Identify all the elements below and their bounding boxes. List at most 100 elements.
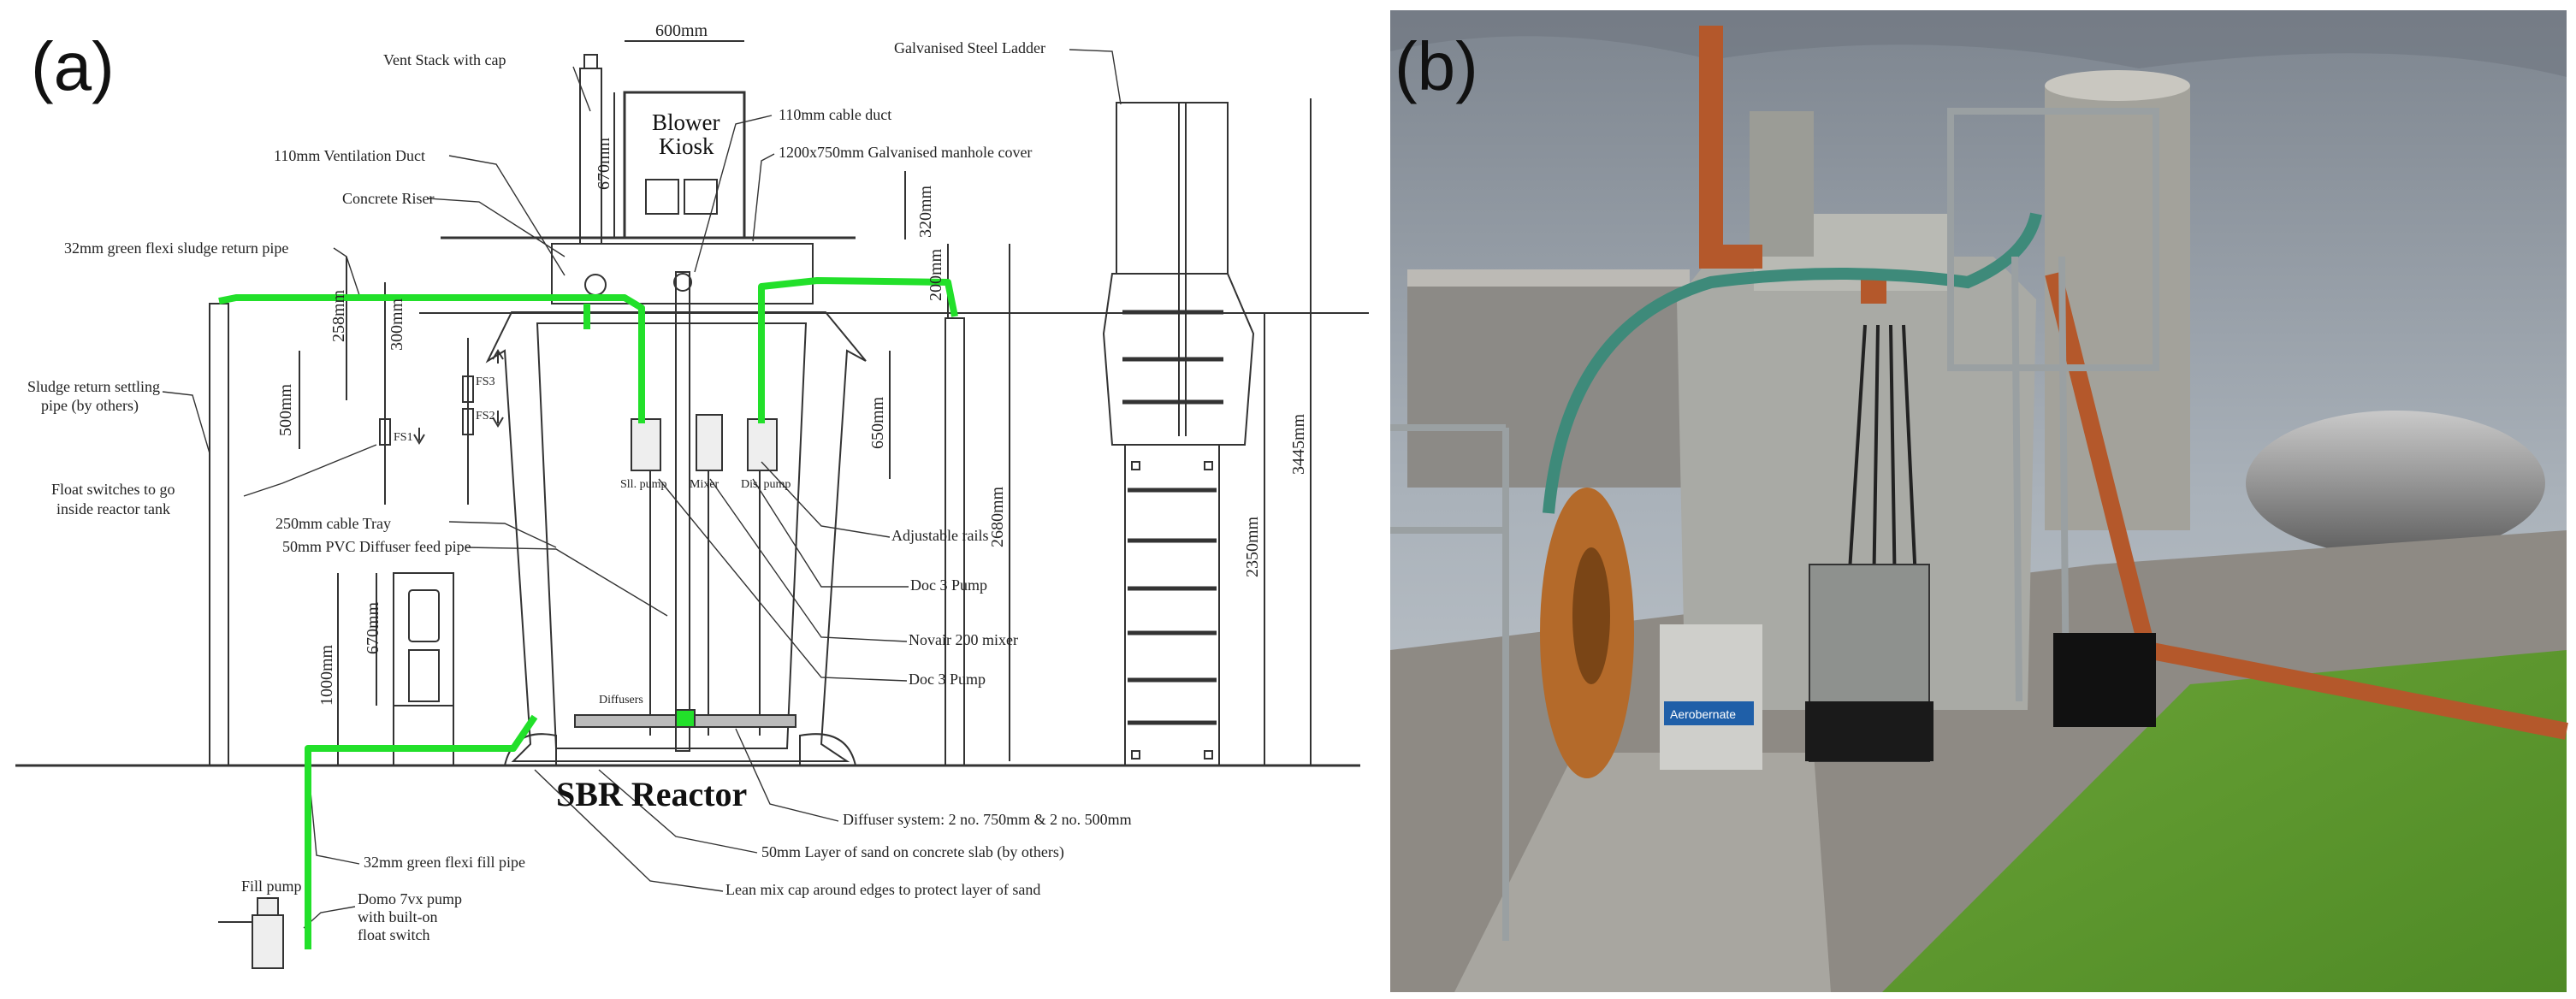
ladder-top-frame: [1116, 102, 1229, 275]
ladder-bolt: [1131, 750, 1140, 760]
label-settling-pipe-1: Sludge return settling: [27, 378, 160, 395]
blower-badge-text: Aerobernate: [1670, 707, 1736, 721]
concrete-riser: [551, 243, 814, 304]
reel-hub: [1572, 547, 1610, 684]
leader-lines: [162, 49, 1122, 929]
fill-pump: [252, 914, 284, 969]
vent-cap: [583, 54, 598, 69]
label-manhole: 1200x750mm Galvanised manhole cover: [779, 144, 1032, 161]
label-fill-pump: Fill pump: [241, 878, 302, 895]
cabinet-window-top: [408, 589, 440, 642]
diffuser-center: [675, 709, 696, 728]
label-adjustable-rails: Adjustable rails: [891, 527, 988, 544]
label-doc3-pump-a: Doc 3 Pump: [910, 576, 987, 594]
ladder-lower-frame: [1124, 444, 1220, 766]
float-arrow-1: [413, 428, 425, 445]
label-mixer: Mixer: [690, 478, 720, 491]
dim-600: 600mm: [655, 21, 708, 40]
float-arrow-2: [492, 349, 504, 364]
dim-320: 320mm: [916, 185, 935, 238]
dim-650: 650mm: [868, 396, 887, 449]
vent-kiosk: [1750, 111, 1814, 257]
blower-unit: [1660, 624, 1762, 770]
float-switch-2: [462, 375, 474, 403]
ladder-bolt: [1204, 750, 1213, 760]
kiosk-blower-2: [684, 179, 718, 215]
float-arrow-3: [492, 411, 504, 428]
blower-kiosk: [623, 91, 746, 239]
dim-2350: 2350mm: [1243, 516, 1262, 577]
label-fill-pipe: 32mm green flexi fill pipe: [364, 854, 525, 871]
settling-pipe: [209, 303, 229, 766]
label-fs3: FS3: [476, 375, 495, 388]
grass: [1882, 650, 2567, 992]
green-pipes: [218, 277, 958, 949]
panel-a-diagram: [15, 40, 1369, 969]
label-sludge-return-pipe: 32mm green flexi sludge return pipe: [64, 239, 288, 257]
tank-footing-right: [799, 733, 856, 766]
sludge-pump: [631, 418, 661, 471]
label-settling-pipe-2: pipe (by others): [41, 397, 139, 415]
label-domo-2: with built-on: [358, 908, 438, 925]
dim-670-top: 670mm: [595, 137, 613, 190]
green-hose: [1543, 212, 2042, 514]
panel-label-a: (a): [31, 28, 115, 104]
dim-3445: 3445mm: [1289, 413, 1308, 475]
ladder-stile: [2011, 256, 2022, 702]
label-lean-mix: Lean mix cap around edges to protect lay…: [725, 881, 1040, 898]
ventilation-duct: [584, 274, 607, 296]
diagram-title: SBR Reactor: [556, 775, 747, 813]
label-sll-pump: Sll. pump: [620, 478, 666, 491]
ladder-stile: [2058, 256, 2070, 702]
ladder-bolt: [1204, 461, 1213, 470]
dim-300: 300mm: [388, 298, 406, 351]
label-fs1: FS1: [394, 431, 413, 444]
dim-1000: 1000mm: [317, 644, 336, 706]
blower-badge: [1664, 701, 1754, 725]
kiosk-label-line1: Blower: [652, 109, 720, 135]
label-ventilation-duct: 110mm Ventilation Duct: [274, 147, 425, 164]
label-domo-1: Domo 7vx pump: [358, 890, 462, 907]
cables: [1846, 324, 1918, 600]
label-novair-mixer: Novair 200 mixer: [909, 631, 1018, 648]
silver-tank: [2246, 411, 2545, 556]
label-domo-3: float switch: [358, 926, 429, 943]
kiosk-blower-1: [645, 179, 679, 215]
label-doc3-pump-b: Doc 3 Pump: [909, 671, 986, 688]
ladder-cage: [1102, 273, 1255, 446]
float-switch-1: [379, 418, 391, 446]
float-switch-3: [462, 408, 474, 435]
dim-258: 258mm: [329, 289, 348, 342]
label-float-switches-2: inside reactor tank: [56, 500, 170, 517]
discharge-pump: [747, 418, 778, 471]
label-float-switches-1: Float switches to go: [51, 481, 175, 498]
discharge-pipe: [758, 277, 958, 423]
mixer-body: [696, 414, 723, 471]
cloud: [1390, 10, 2567, 77]
vent-pipe: [1699, 26, 1762, 269]
left-building-roof: [1407, 269, 1690, 287]
label-diffuser-system: Diffuser system: 2 no. 750mm & 2 no. 500…: [843, 811, 1132, 828]
cabinet-window-bottom: [408, 649, 440, 702]
label-cable-duct: 110mm cable duct: [779, 106, 891, 123]
ladder-cage-photo: [1947, 108, 2159, 371]
kiosk-label-line2: Kiosk: [659, 133, 714, 159]
control-base: [1805, 701, 1933, 761]
control-cabinet: [393, 572, 454, 766]
fill-pipe: [305, 714, 538, 949]
label-sand-layer: 50mm Layer of sand on concrete slab (by …: [761, 843, 1064, 861]
label-fs2: FS2: [476, 410, 495, 423]
panel-label-b: (b): [1395, 28, 1478, 104]
panel-b-photo: Aerobernate: [1390, 10, 2568, 992]
ladder-rungs: [1122, 310, 1223, 725]
tank-inner: [536, 322, 808, 749]
fill-pump-head: [257, 897, 279, 916]
dim-500: 500mm: [276, 383, 295, 436]
label-ladder: Galvanised Steel Ladder: [894, 39, 1045, 56]
dim-200: 200mm: [927, 248, 945, 301]
cable-duct: [675, 271, 690, 752]
cable-duct-top: [673, 273, 692, 292]
concrete-slab: [1454, 753, 1831, 992]
label-vent-stack: Vent Stack with cap: [383, 51, 506, 68]
